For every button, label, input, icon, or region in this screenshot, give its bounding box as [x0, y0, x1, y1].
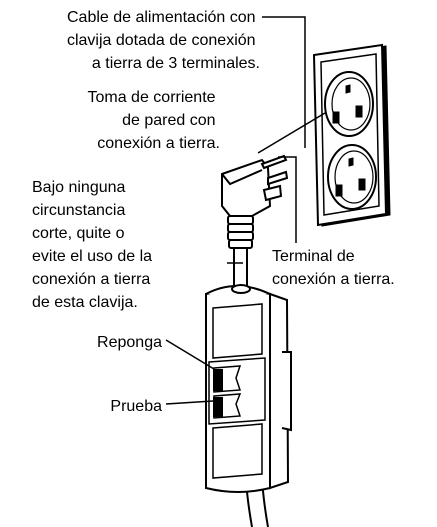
ground-terminal-line-2: conexión a tierra. — [272, 271, 395, 288]
lower-receptacle — [327, 144, 377, 210]
upper-ground-hole — [345, 84, 351, 94]
ground-terminal-label: Terminal de conexión a tierra. — [272, 248, 395, 288]
input-cord — [227, 215, 254, 294]
test-button[interactable] — [213, 393, 242, 419]
lower-slot-left — [335, 184, 343, 197]
warning-line-4: evite el uso de la — [32, 248, 152, 265]
ground-terminal-line-1: Terminal de — [272, 248, 355, 265]
gfci-device — [205, 285, 292, 493]
wall-outlet-line-3: conexión a tierra. — [97, 135, 220, 152]
leader-wall-outlet — [257, 112, 326, 154]
wall-outlet-line-1: Toma de corriente — [87, 89, 215, 106]
wall-outlet-line-2: de pared con — [122, 112, 215, 129]
warning-line-3: corte, quite o — [32, 225, 125, 242]
power-cord-line-2: clavija dotada de conexión — [67, 32, 256, 49]
upper-recess — [212, 303, 263, 359]
leader-test — [165, 400, 214, 405]
leader-lines — [165, 16, 326, 405]
ground-pin — [262, 184, 283, 202]
lower-ground-hole — [348, 157, 354, 167]
upper-slot-right — [355, 105, 363, 118]
warning-line-5: conexión a tierra — [32, 271, 150, 288]
plug-prong-top — [260, 154, 288, 170]
warning-line-1: Bajo ninguna — [32, 179, 126, 196]
upper-receptacle — [324, 71, 374, 137]
plug-body — [221, 158, 272, 217]
lower-slot-right — [358, 178, 366, 191]
warning-line-2: circunstancia — [32, 202, 125, 219]
power-cord-line-3: a tierra de 3 terminales. — [92, 55, 260, 72]
wall-outlet — [312, 43, 391, 227]
leader-power-cord — [262, 16, 306, 148]
strain-relief — [227, 215, 254, 249]
reset-label: Reponga — [97, 334, 162, 351]
power-cord-label: Cable de alimentación con clavija dotada… — [67, 9, 260, 72]
power-cord-line-1: Cable de alimentación con — [67, 9, 256, 26]
cord-entry — [231, 284, 251, 294]
test-label: Prueba — [110, 398, 162, 415]
leader-ground-terminal — [278, 156, 297, 243]
warning-line-6: de esta clavija. — [32, 294, 138, 311]
wall-outlet-label: Toma de corriente de pared con conexión … — [87, 89, 220, 152]
plug-prong-middle — [267, 170, 289, 186]
lower-recess — [212, 423, 263, 479]
upper-slot-left — [332, 111, 340, 124]
plug-head — [221, 154, 289, 217]
reset-button[interactable] — [213, 365, 242, 393]
leader-reset — [165, 339, 215, 370]
warning-label: Bajo ninguna circunstancia corte, quite … — [32, 179, 157, 311]
